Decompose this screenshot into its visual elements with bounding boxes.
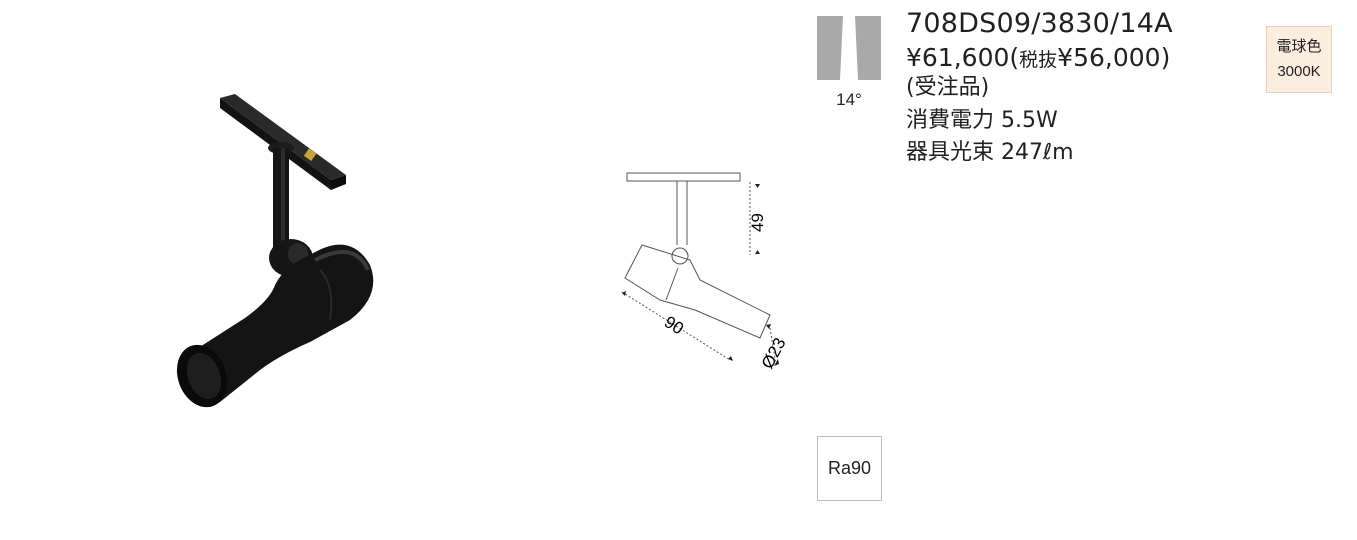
flux-line: 器具光束 247ℓm <box>906 140 1173 166</box>
drawing-track <box>626 172 741 182</box>
beam-angle-label: 14° <box>836 90 862 109</box>
ra-badge: Ra90 <box>817 436 882 501</box>
color-temp: 3000K <box>1277 62 1321 80</box>
beam-angle-icon <box>817 16 881 80</box>
dim-length: 90 <box>661 312 687 338</box>
power-value: 5.5W <box>1001 107 1058 133</box>
spotlight-head <box>176 244 374 408</box>
price-paren-close: ) <box>1160 43 1171 73</box>
dimension-drawing: 49 90 Ø23 <box>621 172 790 372</box>
product-photo <box>176 94 374 408</box>
price-paren-open: ( <box>1009 43 1020 73</box>
flux-value: 247ℓm <box>1001 140 1074 166</box>
price-excl-label: 税抜 <box>1019 49 1058 72</box>
price-excl: ¥56,000 <box>1057 43 1161 73</box>
model-number: 708DS09/3830/14A <box>906 8 1173 39</box>
ra-label: Ra90 <box>827 458 872 478</box>
power-line: 消費電力 5.5W <box>906 108 1173 134</box>
product-info: 708DS09/3830/14A ¥61,600(税抜¥56,000) (受注品… <box>906 8 1173 167</box>
order-note: (受注品) <box>906 75 990 101</box>
price: ¥61,600 <box>906 43 1010 73</box>
flux-label: 器具光束 <box>906 140 995 166</box>
dim-diameter: Ø23 <box>758 335 790 372</box>
color-temp-badge: 電球色 3000K <box>1266 26 1332 93</box>
power-label: 消費電力 <box>906 107 995 133</box>
arm <box>268 142 294 258</box>
price-line: ¥61,600(税抜¥56,000) <box>906 43 1173 73</box>
dim-height: 49 <box>748 213 767 232</box>
color-label: 電球色 <box>1276 37 1322 55</box>
